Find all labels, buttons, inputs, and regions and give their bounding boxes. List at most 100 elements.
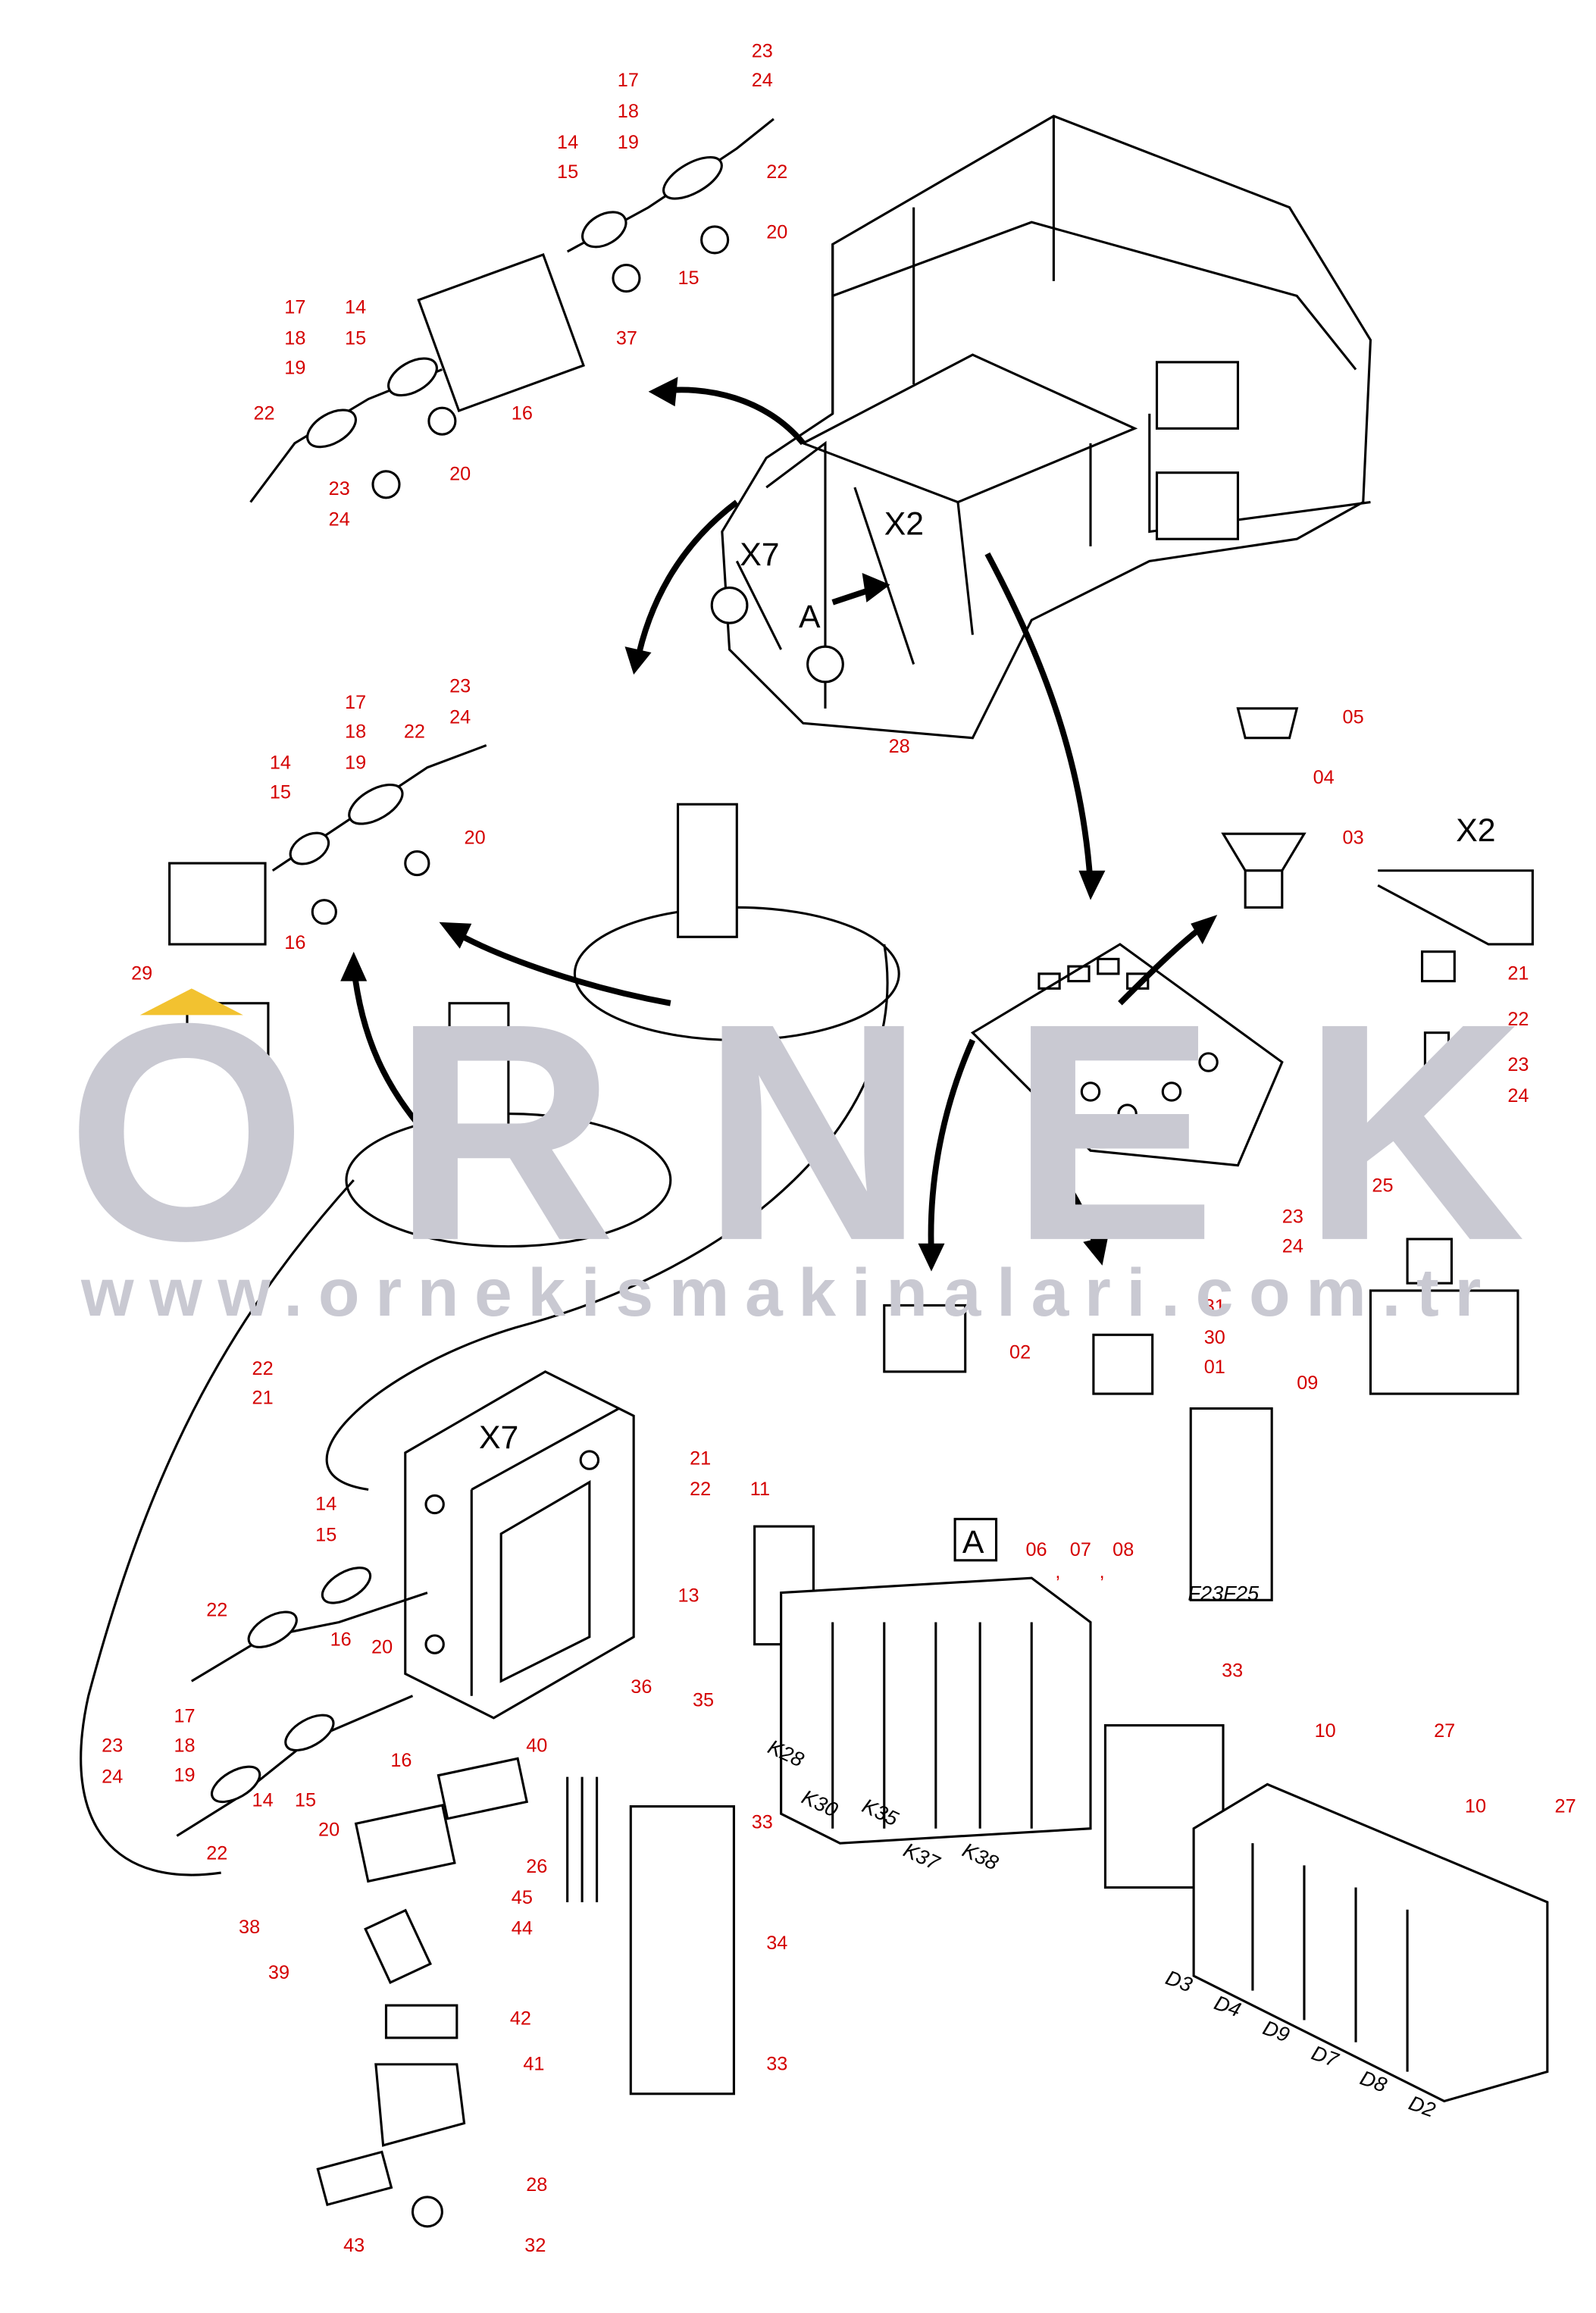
comma: , (1100, 1561, 1105, 1582)
watermark: ORNEK www.ornekismakinalari.com.tr (67, 959, 1526, 1330)
callout-number: 38 (239, 1917, 260, 1938)
callout-number: 20 (449, 463, 471, 484)
callout-number: 27 (1555, 1795, 1576, 1817)
label-view-a-box: A (962, 1524, 984, 1560)
callout-number: 15 (345, 328, 366, 349)
x7-box-drawing (176, 1370, 635, 1837)
callout-number: 23 (1507, 1054, 1529, 1075)
callout-number: 27 (1434, 1720, 1455, 1742)
callout-number: 22 (1329, 1207, 1350, 1228)
callout-number: 41 (523, 2054, 544, 2075)
callout-number: 19 (345, 753, 366, 774)
callout-number: 20 (371, 1636, 393, 1657)
callout-number: 22 (1507, 1009, 1529, 1030)
callout-number: 16 (330, 1629, 352, 1651)
callout-number: 02 (1009, 1341, 1031, 1363)
callout-number: 18 (618, 101, 639, 122)
callout-number: 29 (131, 963, 152, 984)
callout-number: 16 (390, 1750, 412, 1771)
callout-number: 22 (253, 403, 274, 424)
callout-number: 32 (524, 2235, 546, 2256)
callout-number: 23 (329, 478, 350, 499)
connector-assembly-top-drawing (249, 117, 775, 503)
callout-number: 16 (284, 932, 305, 953)
callout-number: 33 (766, 2054, 787, 2075)
callout-number: 20 (318, 1819, 340, 1840)
module-label: D3 (1163, 1965, 1195, 1996)
callout-number: 45 (512, 1887, 533, 1908)
callout-number: 14 (270, 753, 291, 774)
callout-number: 42 (510, 2008, 531, 2029)
callout-number: 01 (1204, 1357, 1225, 1378)
watermark-brand: ORNEK (67, 959, 1526, 1305)
callout-number: 43 (343, 2235, 365, 2256)
callout-number: 22 (404, 721, 425, 743)
callout-number: 28 (889, 736, 910, 757)
callout-number: 19 (284, 357, 305, 378)
callout-number: 24 (102, 1766, 123, 1787)
callout-number: 10 (1315, 1720, 1336, 1742)
callout-number: 19 (618, 132, 639, 153)
callout-number: 17 (345, 692, 366, 713)
callout-number: 15 (557, 161, 578, 183)
callout-number: 20 (766, 222, 787, 243)
callout-number: 36 (631, 1676, 652, 1698)
callout-number: 03 (1343, 828, 1364, 849)
callout-number: 23 (102, 1736, 123, 1757)
callout-number: 14 (557, 132, 578, 153)
callout-number: 15 (678, 268, 699, 289)
callout-number: 34 (766, 1933, 787, 1954)
callout-number: 28 (526, 2174, 547, 2196)
label-x7-top: X7 (740, 537, 779, 573)
callout-number: 15 (295, 1790, 316, 1811)
callout-number: 07 (1070, 1539, 1091, 1560)
watermark-url: www.ornekismakinalari.com.tr (80, 1254, 1481, 1330)
label-x7-box: X7 (479, 1419, 518, 1456)
callout-number: 33 (1222, 1660, 1243, 1681)
callout-number: 23 (449, 675, 471, 696)
callout-number: 33 (752, 1812, 773, 1833)
callout-number: 24 (752, 70, 773, 91)
callout-number: 37 (616, 328, 637, 349)
callout-number: 18 (174, 1736, 195, 1757)
callout-number: 24 (1507, 1085, 1529, 1106)
callout-number: 17 (174, 1706, 195, 1727)
comma: , (1055, 1561, 1060, 1582)
callout-number: 06 (1025, 1539, 1047, 1560)
relay-label: K37 (900, 1838, 944, 1875)
callout-number: 24 (449, 706, 471, 728)
callout-number: 18 (345, 721, 366, 743)
callout-number: 11 (750, 1479, 770, 1500)
callout-number: 22 (766, 161, 787, 183)
label-x2-right: X2 (1456, 812, 1495, 849)
callout-number: 16 (512, 403, 533, 424)
callout-number: 22 (206, 1600, 227, 1621)
label-fuses: F23F25 (1188, 1581, 1260, 1604)
callout-number: 22 (690, 1479, 711, 1500)
callout-number: 10 (1465, 1795, 1486, 1817)
callout-number: 14 (252, 1790, 274, 1811)
callout-number: 04 (1313, 767, 1335, 788)
callout-number: 14 (345, 297, 366, 318)
callout-number: 09 (1297, 1372, 1318, 1394)
relay-rail-drawing (753, 1525, 1549, 2103)
callout-number: 35 (693, 1689, 714, 1710)
callout-number: 20 (465, 828, 486, 849)
callout-number: 24 (329, 509, 350, 531)
callout-number: 15 (270, 781, 291, 803)
plug-parts-drawing (316, 1757, 735, 2228)
callout-number: 25 (1372, 1175, 1393, 1197)
callout-number: 30 (1204, 1327, 1225, 1348)
callout-number: 40 (526, 1736, 547, 1757)
label-view-a: A (799, 599, 821, 635)
callout-number: 17 (618, 70, 639, 91)
callout-number: 14 (315, 1494, 336, 1515)
direction-arrows (340, 377, 1218, 1272)
callout-number: 26 (526, 1856, 547, 1877)
callout-number: 31 (1204, 1296, 1225, 1317)
callout-number: 39 (268, 1962, 289, 1983)
callout-number: 15 (315, 1525, 336, 1546)
callout-number: 17 (284, 297, 305, 318)
